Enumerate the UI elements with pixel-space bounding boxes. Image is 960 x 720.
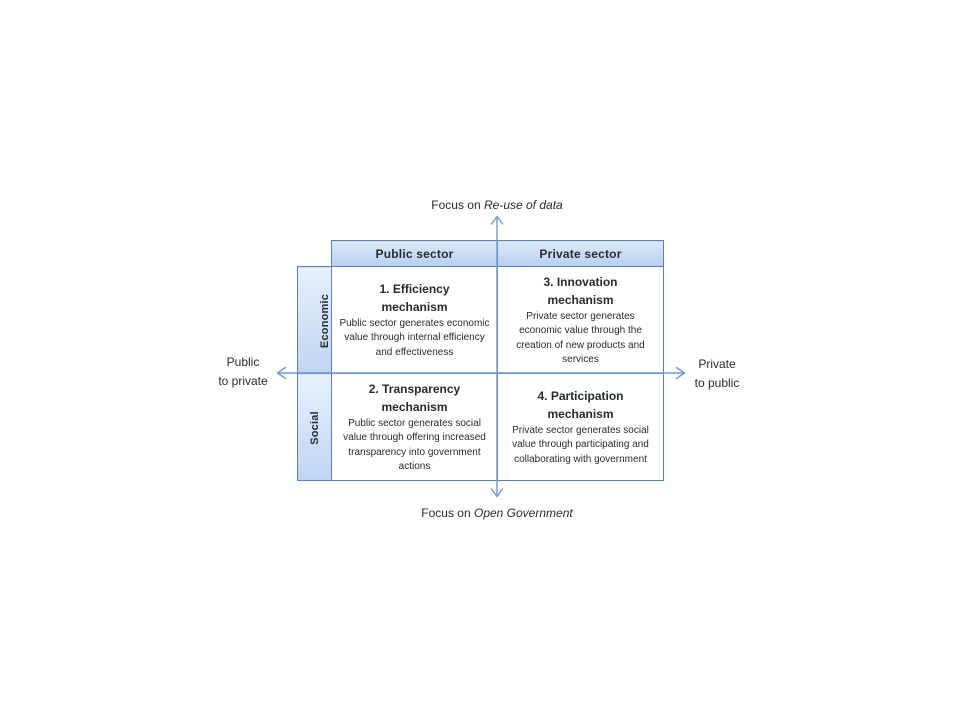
quadrant-3-title-line2: mechanism: [547, 292, 614, 307]
bottom-axis-label: Focus on Open Government: [380, 504, 614, 523]
economic-row: Economic 1. Efficiency mechanism Public …: [297, 266, 664, 374]
down-arrowhead: [490, 488, 504, 498]
top-axis-label: Focus on Re-use of data: [380, 196, 614, 215]
header-row: Public sector Private sector: [297, 240, 664, 267]
quadrant-transparency-mechanism: 2. Transparency mechanism Public sector …: [331, 373, 498, 481]
row-header-social-label: Social: [308, 411, 321, 445]
quadrant-4-description: Private sector generates social value th…: [512, 424, 649, 465]
bottom-axis-prefix: Focus on: [421, 506, 474, 520]
quadrant-2-title-line1: 2. Transparency: [368, 381, 461, 396]
left-axis-line2: to private: [218, 374, 268, 388]
row-header-economic-label: Economic: [319, 293, 332, 349]
quadrant-4-title-line1: 4. Participation: [537, 388, 624, 403]
left-axis-label: Public to private: [193, 353, 293, 391]
column-header-public-sector: Public sector: [331, 240, 498, 267]
quadrant-efficiency-mechanism: 1. Efficiency mechanism Public sector ge…: [331, 266, 498, 374]
column-header-private-sector: Private sector: [497, 240, 664, 267]
corner-spacer: [297, 240, 332, 267]
quadrant-matrix-table: Public sector Private sector Economic 1.…: [297, 240, 664, 481]
quadrant-1-title-line2: mechanism: [381, 299, 448, 314]
bottom-axis-emphasis: Open Government: [473, 506, 573, 520]
left-axis-line1: Public: [226, 355, 260, 369]
row-header-economic: Economic: [297, 266, 332, 374]
right-axis-line1: Private: [698, 357, 736, 371]
top-axis-emphasis: Re-use of data: [483, 198, 563, 212]
quadrant-1-title: 1. Efficiency mechanism: [339, 280, 490, 316]
right-axis-label: Private to public: [667, 355, 767, 393]
row-header-social: Social: [297, 373, 332, 481]
social-row: Social 2. Transparency mechanism Public …: [297, 373, 664, 481]
quadrant-4-title: 4. Participation mechanism: [505, 387, 656, 423]
right-axis-line2: to public: [694, 376, 740, 390]
quadrant-2-description: Public sector generates social value thr…: [343, 417, 486, 473]
top-axis-prefix: Focus on: [431, 198, 484, 212]
up-arrowhead: [490, 215, 504, 225]
quadrant-participation-mechanism: 4. Participation mechanism Private secto…: [497, 373, 664, 481]
quadrant-3-title: 3. Innovation mechanism: [505, 273, 656, 309]
quadrant-1-title-line1: 1. Efficiency: [379, 281, 450, 296]
quadrant-3-title-line1: 3. Innovation: [543, 274, 618, 289]
quadrant-2-title: 2. Transparency mechanism: [339, 380, 490, 416]
quadrant-3-description: Private sector generates economic value …: [516, 310, 645, 366]
quadrant-4-title-line2: mechanism: [547, 406, 614, 421]
quadrant-innovation-mechanism: 3. Innovation mechanism Private sector g…: [497, 266, 664, 374]
quadrant-1-description: Public sector generates economic value t…: [339, 317, 490, 358]
quadrant-2-title-line2: mechanism: [381, 399, 448, 414]
